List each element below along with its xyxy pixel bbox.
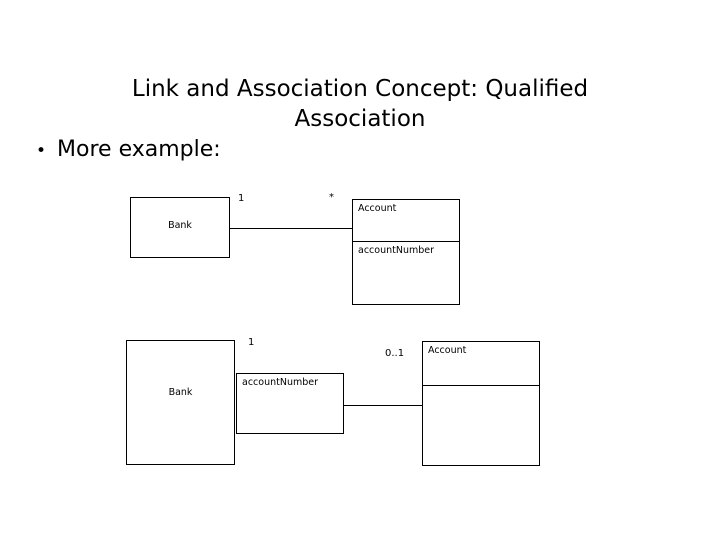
class-name-bank-qualified: Bank bbox=[168, 387, 193, 398]
bullet-glyph-icon: • bbox=[36, 141, 47, 161]
class-name-compartment-qualified: Account bbox=[423, 342, 539, 386]
page-title: Link and Association Concept: Qualified … bbox=[131, 76, 589, 132]
multiplicity-source-qualified: 1 bbox=[248, 337, 255, 348]
qualifier-label-accountnumber: accountNumber bbox=[242, 377, 319, 388]
multiplicity-target: * bbox=[329, 192, 334, 203]
qualified-association-line bbox=[344, 405, 423, 406]
class-box-bank-qualified[interactable]: Bank bbox=[126, 340, 235, 465]
bullet-text: More example: bbox=[57, 137, 221, 162]
compartment-divider-qualified bbox=[423, 385, 539, 386]
class-attribute-compartment: accountNumber bbox=[353, 242, 459, 304]
class-box-bank[interactable]: Bank bbox=[130, 197, 230, 258]
compartment-divider bbox=[353, 241, 459, 242]
class-name-account: Account bbox=[358, 203, 397, 214]
bullet-row: • More example: bbox=[36, 136, 221, 165]
class-name-account-qualified: Account bbox=[428, 345, 467, 356]
multiplicity-source: 1 bbox=[238, 193, 245, 204]
multiplicity-target-qualified: 0..1 bbox=[385, 348, 405, 359]
qualifier-box[interactable]: accountNumber bbox=[236, 373, 344, 434]
class-box-account-qualified[interactable]: Account bbox=[422, 341, 540, 466]
class-name-compartment: Account bbox=[353, 200, 459, 242]
class-attribute-compartment-qualified bbox=[423, 386, 539, 465]
class-attribute-accountnumber: accountNumber bbox=[358, 245, 435, 256]
association-line bbox=[230, 228, 353, 229]
class-name-bank: Bank bbox=[168, 220, 192, 231]
class-box-account[interactable]: Account accountNumber bbox=[352, 199, 460, 305]
